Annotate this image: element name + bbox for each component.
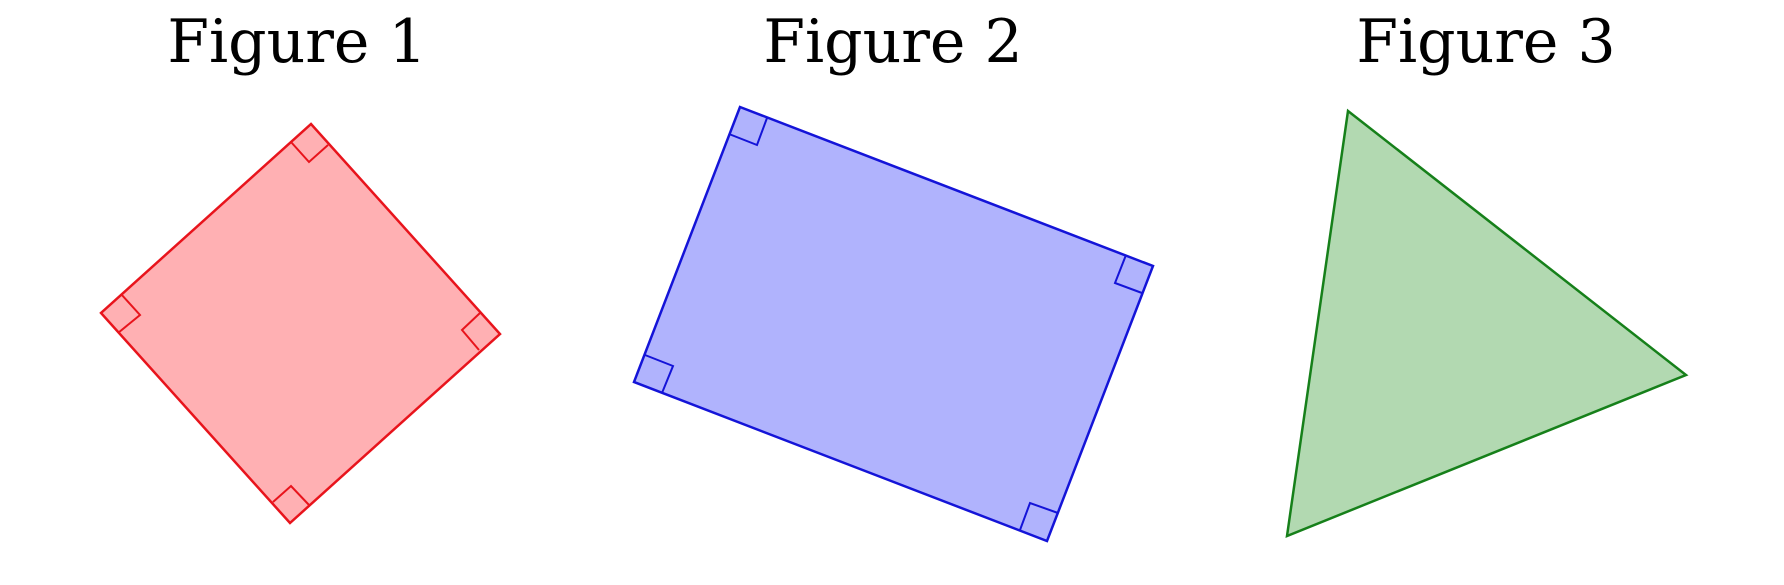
figure-2: Figure 2 <box>632 7 1155 543</box>
right-angle-marker <box>460 312 481 351</box>
right-angle-marker <box>1019 501 1059 531</box>
figure-2-right-angle-markers <box>644 117 1143 531</box>
right-angle-marker <box>1113 254 1143 294</box>
figure-1: Figure 1 <box>99 7 502 525</box>
right-angle-marker <box>117 293 142 334</box>
figure-1-right-angle-markers <box>117 141 481 506</box>
figure-2-title: Figure 2 <box>763 7 1022 77</box>
figure-1-title: Figure 1 <box>167 7 426 77</box>
right-angle-marker <box>290 141 329 164</box>
figure-2-rectangle <box>632 105 1155 543</box>
figure-1-square <box>99 122 502 525</box>
right-angle-marker <box>272 484 310 506</box>
figure-3-triangle <box>1285 108 1689 538</box>
figure-3: Figure 3 <box>1285 7 1689 538</box>
right-angle-marker <box>728 117 768 147</box>
figure-3-title: Figure 3 <box>1356 7 1615 77</box>
right-angle-marker <box>644 354 675 394</box>
